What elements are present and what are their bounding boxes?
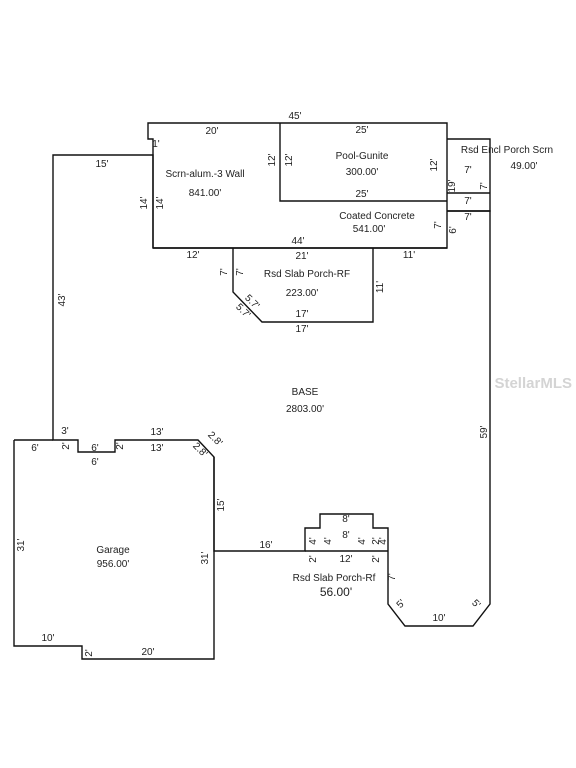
dim-label: 2'	[371, 537, 382, 545]
dim-label: 31'	[200, 551, 211, 564]
dim-label: 2'	[84, 649, 95, 657]
slab-porch-name: Rsd Slab Porch-RF	[264, 269, 350, 280]
dim-label: 2'	[115, 442, 126, 450]
dim-label: 7'	[479, 182, 490, 190]
dim-label: 11'	[375, 281, 386, 293]
dim-label: 19'	[447, 179, 458, 192]
front-porch-name: Rsd Slab Porch-Rf	[293, 573, 376, 584]
screen-enclosure-outline	[147, 122, 448, 249]
dim-label: 25'	[355, 125, 368, 136]
dim-label: 12'	[429, 158, 440, 171]
dim-label: 14'	[155, 196, 166, 209]
dim-label: 4'	[357, 537, 368, 545]
dim-label: 59'	[479, 425, 490, 438]
encl-porch-area: 49.00'	[511, 161, 538, 172]
dim-label: 5'	[469, 598, 482, 611]
dim-label: 4'	[308, 537, 319, 545]
dim-label: 2.8'	[205, 430, 224, 449]
slab-porch-rf-outline	[232, 248, 374, 323]
dim-label: 10'	[432, 613, 445, 624]
dim-label: 12'	[267, 153, 278, 166]
dim-label: 43'	[57, 293, 68, 306]
base-area: 2803.00'	[286, 404, 324, 415]
concrete-name: Coated Concrete	[339, 211, 415, 222]
dim-label: 15'	[216, 498, 227, 511]
dim-label: 5'	[395, 598, 408, 611]
pool-area: 300.00'	[346, 167, 379, 178]
dim-label: 7'	[464, 165, 472, 176]
dim-label: 2'	[308, 555, 319, 563]
dim-label: 2.8'	[190, 441, 209, 460]
dim-label: 44'	[291, 236, 304, 247]
dim-label: 2'	[61, 442, 72, 450]
dim-label: 17'	[295, 309, 308, 320]
dim-label: 6'	[31, 443, 39, 454]
dim-label: 7'	[464, 196, 472, 207]
dim-label: 10'	[41, 633, 54, 644]
dim-label: 12'	[186, 250, 199, 261]
pool-outline	[279, 123, 447, 202]
dim-label: 20'	[141, 647, 154, 658]
dim-label: 15'	[95, 159, 108, 170]
dim-label: 6'	[448, 226, 459, 234]
dim-label: 8'	[342, 514, 350, 525]
dim-label: 1'	[152, 139, 160, 150]
dim-label: 31'	[16, 538, 27, 551]
dim-label: 7'	[464, 212, 472, 223]
dim-label: 7'	[235, 268, 246, 276]
dim-label: 8'	[342, 530, 350, 541]
base-name: BASE	[292, 387, 319, 398]
dim-label: 45'	[288, 111, 301, 122]
front-porch-area: 56.00'	[320, 585, 352, 599]
slab-porch-area: 223.00'	[286, 288, 319, 299]
dim-label: 7'	[219, 268, 230, 276]
encl-porch-name: Rsd Encl Porch Scrn	[461, 145, 553, 156]
screen-name: Scrn-alum.-3 Wall	[165, 169, 244, 180]
dim-label: 12'	[284, 153, 295, 166]
dim-label: 25'	[355, 189, 368, 200]
screen-area: 841.00'	[189, 188, 222, 199]
dim-label: 17'	[295, 324, 308, 335]
dim-label: 4'	[378, 537, 389, 545]
garage-outline	[13, 439, 215, 660]
concrete-area: 541.00'	[353, 224, 386, 235]
dim-label: 7'	[387, 573, 398, 581]
dim-label: 13'	[150, 427, 163, 438]
dim-label: 7'	[433, 221, 444, 229]
dim-label: 6'	[91, 457, 99, 468]
watermark-logo: StellarMLS	[494, 375, 572, 392]
dim-label: 20'	[205, 126, 218, 137]
garage-area: 956.00'	[97, 559, 130, 570]
dim-label: 12'	[339, 554, 352, 565]
dim-label: 6'	[91, 443, 99, 454]
base-outline	[52, 154, 491, 627]
pool-name: Pool-Gunite	[336, 151, 389, 162]
dim-label: 4'	[323, 537, 334, 545]
dim-label: 14'	[139, 196, 150, 209]
dim-label: 21'	[295, 251, 308, 262]
dim-label: 3'	[61, 426, 69, 437]
dim-label: 11'	[403, 250, 415, 261]
dim-label: 2'	[371, 555, 382, 563]
dim-label: 16'	[259, 540, 272, 551]
dim-label: 13'	[150, 443, 163, 454]
garage-name: Garage	[96, 545, 130, 556]
